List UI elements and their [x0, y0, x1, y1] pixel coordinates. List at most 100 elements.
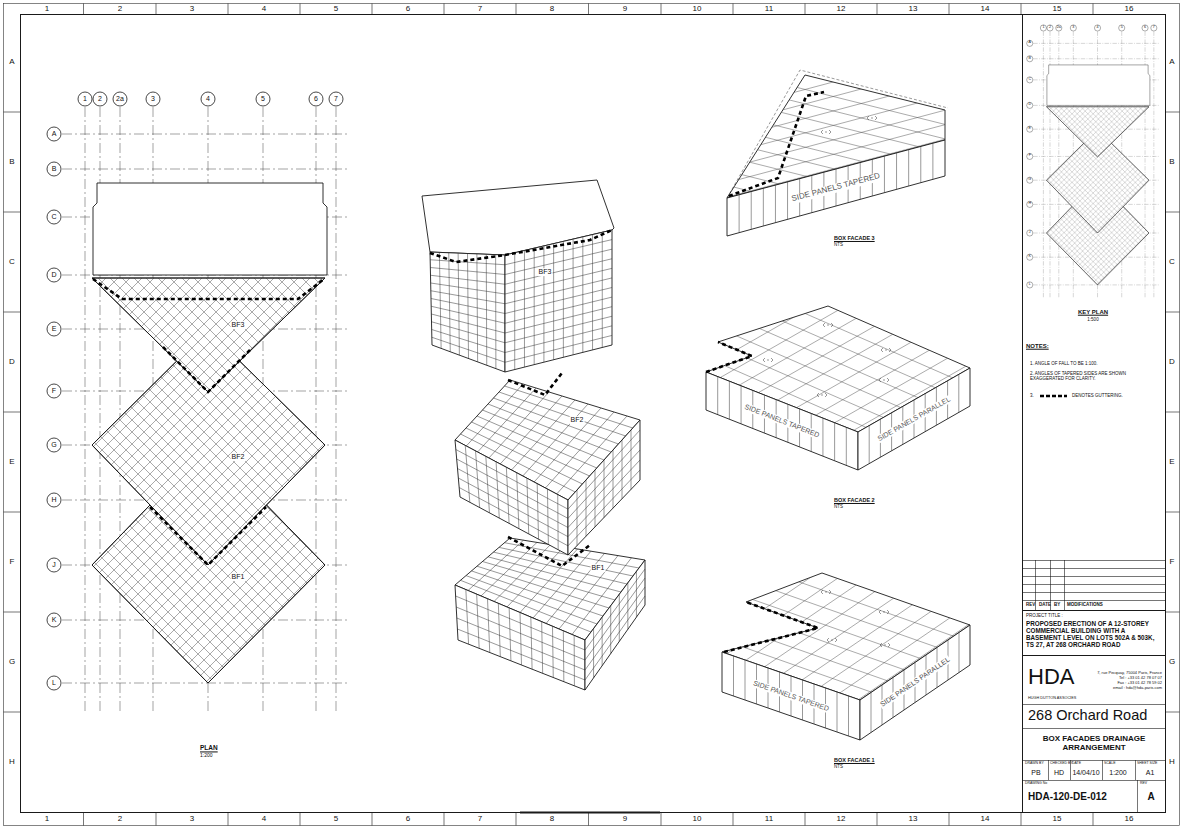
fall-arrow [821, 130, 831, 134]
line-art [1048, 760, 1049, 780]
grid-bubble-label: J [1029, 231, 1031, 235]
line-art [444, 813, 445, 826]
field-value: A1 [1146, 769, 1155, 777]
grid-bubble-label: L [1029, 283, 1031, 287]
sheet-grid-number: 14 [981, 5, 990, 14]
roof-outline [1047, 65, 1150, 105]
sheet-grid-number: 13 [909, 815, 918, 824]
sheet-grid-letter: A [1169, 58, 1174, 67]
sheet-grid-letter: G [1169, 658, 1175, 667]
company-address: email : hda@hda-paris.com [1113, 686, 1162, 690]
line-art [588, 813, 589, 826]
facade-tag: BF3 [231, 321, 246, 329]
grid-bubble [47, 384, 61, 398]
title-block [1023, 560, 1166, 812]
grid-bubble [1070, 25, 1076, 31]
sheet-grid-number: 1 [45, 815, 49, 824]
sheet-grid-number: 2 [118, 815, 122, 824]
grid-bubble-label: 3 [151, 95, 155, 103]
line-art [21, 15, 1166, 813]
view-scale: NTS [834, 765, 843, 770]
view-scale: NTS [834, 243, 843, 248]
view-scale: 1:200 [200, 753, 213, 759]
line-art [1135, 760, 1136, 780]
sheet-grid-number: 11 [765, 815, 773, 824]
sheet-grid-letter: B [9, 158, 14, 167]
grid-line [336, 107, 337, 712]
line-art [156, 813, 157, 826]
sheet-grid-letter: D [1169, 358, 1175, 367]
roof-outline [93, 183, 327, 275]
notes-heading: NOTES: [1026, 343, 1049, 350]
panel-grid [871, 633, 959, 733]
fall-arrow [880, 643, 890, 647]
view-title: BOX FACADE 1 [834, 757, 875, 763]
box-facade-stack [422, 180, 645, 690]
sheet-frame [4, 4, 1180, 826]
grid-bubble-label: K [52, 616, 57, 624]
sheet-grid-number: 3 [190, 815, 194, 824]
grid-line [62, 169, 348, 170]
note-text: 1. ANGLE OF FALL TO BE 1:100. [1030, 362, 1097, 367]
grid-bubble [1151, 25, 1157, 31]
grid-bubble-label: 5 [1121, 26, 1123, 30]
line-art [1064, 560, 1065, 610]
line-art [444, 4, 445, 15]
line-art [228, 813, 229, 826]
sheet-grid-number: 10 [693, 5, 702, 14]
sheet-grid-number: 14 [981, 815, 990, 824]
drawing-title: BOX FACADES DRAINAGE ARRANGEMENT [1032, 735, 1156, 753]
field-label: PROJECT TITLE : [1026, 614, 1063, 619]
grid-bubble [47, 438, 61, 452]
fall-arrow [823, 323, 833, 327]
grid-line [85, 107, 86, 712]
grid-bubble-label: 7 [1153, 26, 1155, 30]
fall-arrow [879, 610, 889, 614]
grid-bubble-label: A [1029, 41, 1031, 45]
line-art [733, 813, 734, 826]
grid-bubble [1027, 254, 1033, 260]
company-address: Fax : +33 01 42 78 59 02 [1117, 681, 1162, 685]
line-art [661, 813, 662, 826]
line-art [949, 813, 950, 826]
grid-bubble [47, 558, 61, 572]
grid-bubble-label: 1 [83, 95, 87, 103]
line-art [1023, 780, 1166, 781]
line-art [1023, 568, 1166, 569]
facade-face [455, 440, 568, 555]
gutter-line [508, 373, 562, 395]
sheet-grid-number: 13 [909, 5, 918, 14]
panel-grid [430, 252, 505, 368]
view-title: BOX FACADE 2 [834, 497, 875, 503]
grid-bubble [309, 92, 323, 106]
sheet-grid-number: 5 [334, 815, 338, 824]
grid-line [1043, 31, 1044, 297]
grid-bubble-label: H [51, 496, 56, 504]
gutter-line [706, 342, 752, 372]
sheet-grid-letter: C [9, 258, 15, 267]
line-art [4, 712, 21, 713]
grid-line [1033, 284, 1159, 285]
line-art [4, 112, 21, 113]
sheet-grid-number: 9 [623, 815, 627, 824]
grid-bubble [1027, 126, 1033, 132]
grid-bubble-label: E [52, 325, 57, 333]
facade-tag: BF2 [570, 416, 585, 424]
view-title: KEY PLAN [1078, 309, 1108, 316]
field-value: 1:200 [1109, 769, 1127, 777]
sheet-grid-number: 15 [1053, 5, 1062, 14]
line-art [1022, 15, 1023, 813]
grid-line [1153, 31, 1154, 297]
grid-bubble-label: G [51, 441, 56, 449]
line-art [4, 412, 21, 413]
sheet-grid-letter: G [9, 658, 15, 667]
panel-grid [0, 0, 1183, 488]
grid-bubble [1027, 40, 1033, 46]
line-art [372, 4, 373, 15]
sheet-grid-number: 4 [262, 5, 266, 14]
grid-bubble-label: 4 [1097, 26, 1099, 30]
grid-bubble [47, 613, 61, 627]
